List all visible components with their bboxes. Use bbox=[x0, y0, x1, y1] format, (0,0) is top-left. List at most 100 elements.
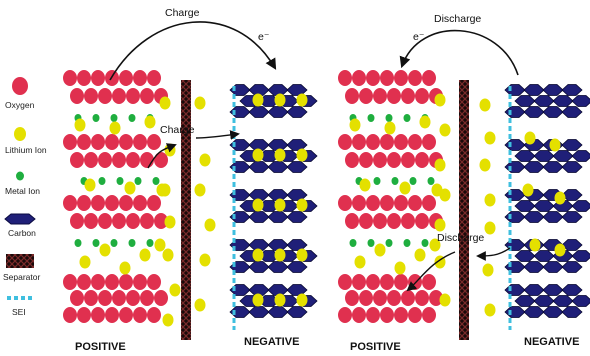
oxygen-atom bbox=[422, 195, 436, 211]
oxygen-atom bbox=[133, 70, 147, 86]
oxygen-atom bbox=[345, 152, 359, 168]
metal-ion bbox=[392, 177, 399, 185]
oxygen-atom bbox=[394, 134, 408, 150]
oxygen-atom bbox=[119, 307, 133, 323]
carbon-layer bbox=[543, 212, 563, 223]
legend-lithium-icon bbox=[14, 127, 26, 141]
oxygen-atom bbox=[408, 307, 422, 323]
metal-ion bbox=[147, 239, 154, 247]
lithium-ion bbox=[420, 116, 431, 129]
oxygen-atom bbox=[366, 70, 380, 86]
oxygen-atom bbox=[119, 70, 133, 86]
carbon-layer bbox=[562, 262, 582, 273]
oxygen-atom bbox=[352, 134, 366, 150]
lithium-ion bbox=[125, 182, 136, 195]
legend-oxygen-label: Oxygen bbox=[5, 100, 35, 110]
lithium-ion bbox=[200, 254, 211, 267]
legend-separator-label: Separator bbox=[3, 272, 40, 282]
carbon-layer bbox=[287, 140, 307, 151]
lithium-ion bbox=[485, 132, 496, 145]
carbon-layer bbox=[505, 262, 525, 273]
oxygen-atom bbox=[415, 213, 429, 229]
carbon-layer bbox=[268, 262, 288, 273]
discharge-positive-label: POSITIVE bbox=[350, 341, 401, 353]
oxygen-atom bbox=[91, 195, 105, 211]
carbon-layer bbox=[553, 296, 573, 307]
oxygen-atom bbox=[63, 195, 77, 211]
oxygen-atom bbox=[366, 134, 380, 150]
metal-ion bbox=[117, 177, 124, 185]
lithium-ion bbox=[75, 119, 86, 132]
metal-ion bbox=[153, 177, 160, 185]
carbon-layer bbox=[543, 285, 563, 296]
lithium-ion bbox=[360, 179, 371, 192]
oxygen-atom bbox=[98, 152, 112, 168]
legend-carbon-label: Carbon bbox=[8, 228, 36, 238]
oxygen-atom bbox=[387, 213, 401, 229]
oxygen-atom bbox=[380, 274, 394, 290]
metal-ion bbox=[422, 239, 429, 247]
carbon-layer bbox=[268, 107, 288, 118]
oxygen-atom bbox=[415, 290, 429, 306]
oxygen-atom bbox=[345, 290, 359, 306]
oxygen-atom bbox=[422, 307, 436, 323]
oxygen-atom bbox=[133, 274, 147, 290]
oxygen-atom bbox=[401, 290, 415, 306]
oxygen-atom bbox=[408, 70, 422, 86]
metal-ion bbox=[129, 114, 136, 122]
carbon-layer bbox=[534, 201, 554, 212]
charge-top-label: Charge bbox=[165, 7, 200, 19]
oxygen-atom bbox=[84, 88, 98, 104]
lithium-ion bbox=[275, 149, 286, 162]
lithium-ion bbox=[555, 244, 566, 257]
lithium-ion bbox=[140, 249, 151, 262]
lithium-ion bbox=[145, 116, 156, 129]
oxygen-atom bbox=[366, 307, 380, 323]
charge-separator bbox=[181, 80, 191, 340]
oxygen-atom bbox=[154, 290, 168, 306]
carbon-layer bbox=[268, 285, 288, 296]
carbon-layer bbox=[268, 140, 288, 151]
oxygen-atom bbox=[112, 290, 126, 306]
oxygen-atom bbox=[105, 134, 119, 150]
oxygen-atom bbox=[126, 213, 140, 229]
carbon-layer bbox=[505, 107, 525, 118]
lithium-ion bbox=[253, 149, 264, 162]
carbon-layer bbox=[249, 262, 269, 273]
lithium-ion bbox=[440, 124, 451, 137]
oxygen-atom bbox=[359, 290, 373, 306]
oxygen-atom bbox=[77, 274, 91, 290]
oxygen-atom bbox=[380, 134, 394, 150]
oxygen-atom bbox=[112, 152, 126, 168]
oxygen-atom bbox=[338, 307, 352, 323]
lithium-ion bbox=[85, 179, 96, 192]
carbon-layer bbox=[524, 85, 544, 96]
oxygen-atom bbox=[394, 70, 408, 86]
oxygen-atom bbox=[352, 70, 366, 86]
carbon-layer bbox=[524, 262, 544, 273]
lithium-ion bbox=[480, 159, 491, 172]
lithium-ion bbox=[253, 294, 264, 307]
carbon-layer bbox=[543, 107, 563, 118]
carbon-layer bbox=[562, 107, 582, 118]
oxygen-atom bbox=[147, 274, 161, 290]
metal-ion bbox=[93, 239, 100, 247]
metal-ion bbox=[404, 239, 411, 247]
oxygen-atom bbox=[373, 152, 387, 168]
oxygen-atom bbox=[112, 88, 126, 104]
oxygen-atom bbox=[359, 152, 373, 168]
legend-lithium-label: Lithium Ion bbox=[5, 145, 47, 155]
oxygen-atom bbox=[119, 195, 133, 211]
oxygen-atom bbox=[387, 290, 401, 306]
oxygen-atom bbox=[105, 195, 119, 211]
oxygen-atom bbox=[359, 88, 373, 104]
carbon-layer bbox=[524, 212, 544, 223]
oxygen-atom bbox=[380, 195, 394, 211]
oxygen-atom bbox=[126, 88, 140, 104]
oxygen-atom bbox=[119, 274, 133, 290]
carbon-layer bbox=[562, 85, 582, 96]
oxygen-atom bbox=[126, 290, 140, 306]
lithium-ion bbox=[297, 94, 308, 107]
lithium-ion bbox=[275, 249, 286, 262]
